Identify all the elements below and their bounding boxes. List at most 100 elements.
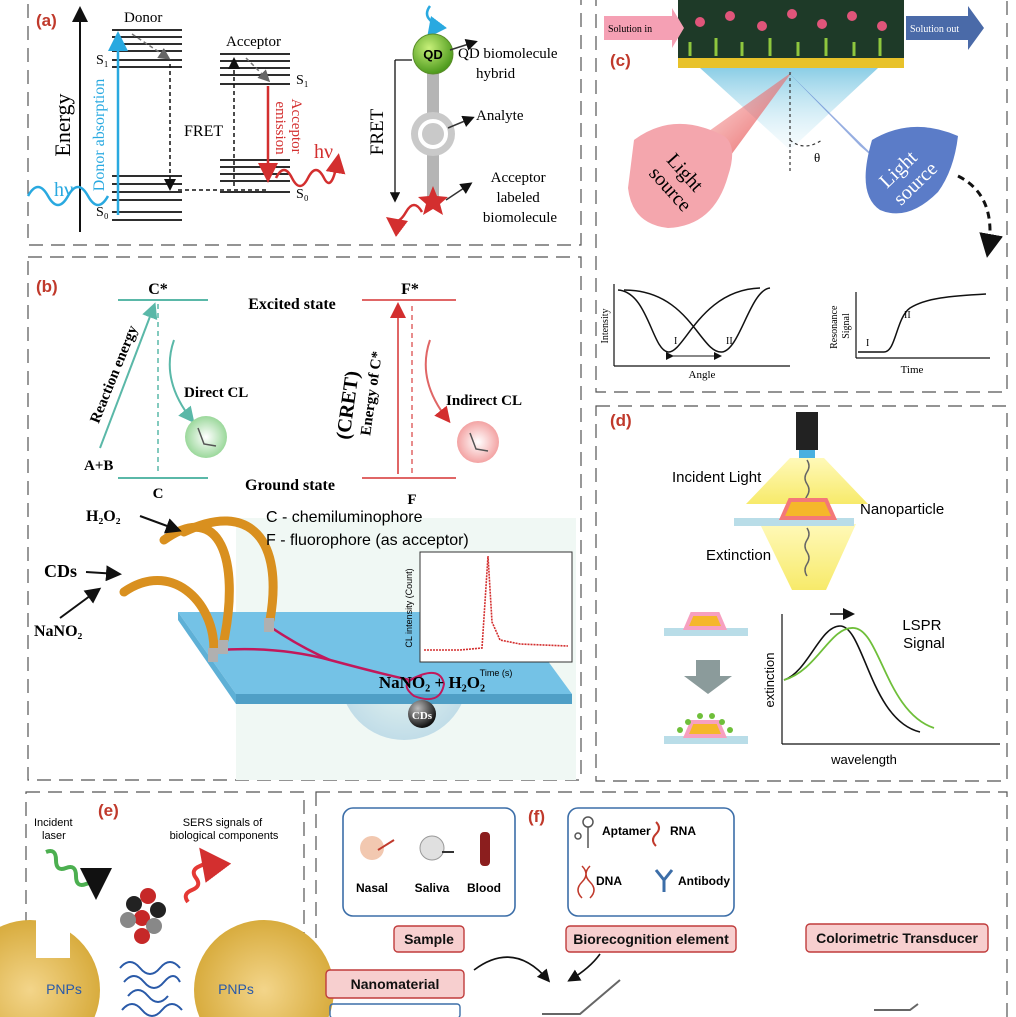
emitted-photon-wave (274, 153, 346, 188)
panel-c-border (595, 0, 1008, 393)
antibody-icon (654, 869, 674, 892)
bio-antibody: Antibody (678, 874, 730, 888)
surface-receptors (688, 9, 887, 56)
blood-tube-icon (480, 832, 490, 866)
flow-cell (678, 0, 904, 58)
lspr-xlabel: wavelength (830, 752, 897, 767)
probe-excitation (425, 5, 447, 39)
pill-colorimetric: Colorimetric Transducer (805, 923, 989, 953)
panel-c-label: (c) (610, 51, 631, 70)
resonance-curve (858, 293, 987, 353)
substrate-before (664, 628, 748, 636)
incident-laser-label: Incident laser (34, 817, 76, 842)
panel-a: (a) Donor Acceptor Energy S₁ S₀ Donor ab… (26, 5, 561, 237)
indirect-cl-flask-icon (469, 432, 489, 452)
acceptor-title: Acceptor (226, 34, 281, 50)
fret-mid-label: FRET (184, 123, 223, 140)
theta-label: θ (814, 150, 820, 165)
lspr-label: LSPR Signal (902, 617, 945, 652)
qd-hybrid-label: QD biomolecule hybrid (458, 46, 561, 82)
panel-e-border (25, 791, 305, 1017)
saliva-icon (419, 835, 454, 861)
chip-side (178, 612, 236, 704)
pill-nanomaterial: Nanomaterial (325, 969, 465, 999)
objective-tip (799, 450, 815, 458)
donor-relax-arrow (131, 33, 171, 60)
pnps-left-label: PNPs (46, 981, 82, 997)
panel-f-label: (f) (528, 807, 545, 826)
np-before (682, 612, 728, 630)
cl-inset-plot: CL intensity (Count) Time (s) (404, 551, 573, 678)
sample-saliva: Saliva (415, 881, 450, 895)
panel-e: (e) Incident laser SERS signals of biolo… (0, 801, 334, 1017)
light-cone-top (746, 458, 868, 504)
spr-time-plot: I II Resonance Signal Time (829, 292, 990, 376)
inset-xlabel: Time (s) (480, 668, 513, 678)
tube-tip-3 (264, 618, 274, 632)
c-label: C (153, 486, 164, 502)
nanoparticle-label: Nanoparticle (860, 501, 944, 518)
donor-levels (112, 29, 182, 221)
prism (700, 68, 878, 150)
analyte-ring-inner (418, 119, 448, 149)
gold-film (678, 58, 904, 68)
rna-icon (652, 821, 660, 847)
donor-s0: S₀ (96, 205, 109, 220)
plot1-ylabel: Intensity (600, 309, 611, 344)
sample-box (342, 807, 516, 917)
sample-blood: Blood (467, 881, 501, 895)
panel-f: (f) Nasal Saliva Blood Aptamer RNA DNA A… (325, 807, 989, 1017)
pill-sample-text: Sample (404, 931, 454, 947)
protein-ribbon (119, 961, 183, 1017)
angle-arc (789, 139, 823, 147)
donor-absorption-label: Donor absorption (91, 79, 108, 191)
nanoparticle-shape (778, 498, 838, 520)
plot2-mark-i: I (866, 338, 869, 349)
nanomaterial-box (329, 1003, 461, 1017)
panel-c: (c) Solution in Solution out θ Light sou… (600, 0, 1003, 381)
acceptor-labeled-label: Acceptor labeled biomolecule (483, 170, 557, 226)
hv-out-label: hν (314, 141, 333, 163)
qd-label: QD (423, 47, 443, 62)
solution-out-label: Solution out (910, 24, 959, 35)
plot1-xlabel: Angle (689, 369, 716, 381)
acceptor-s1: S₁ (296, 73, 309, 88)
plot2-mark-ii: II (904, 310, 911, 321)
cds-ball (408, 700, 436, 728)
light-cone-bottom (760, 524, 856, 590)
mixing-spiral (405, 672, 446, 700)
solution-in-label: Solution in (608, 24, 652, 35)
bio-rna: RNA (670, 824, 696, 838)
fret-side-label: FRET (367, 108, 388, 155)
bio-dna: DNA (596, 874, 622, 888)
tube-h2o2 (179, 516, 278, 625)
pill-colorimetric-text: Colorimetric Transducer (816, 930, 978, 946)
spr-angle-plot: I II Intensity Angle (600, 284, 790, 381)
energy-of-c-label: Energy of C* (358, 350, 386, 436)
pill-bio: Biorecognition element (565, 925, 737, 953)
sers-label: SERS signals of biological components (170, 817, 279, 842)
indirect-cl-arrow (424, 339, 451, 424)
pnps-right-label: PNPs (218, 981, 254, 997)
nasal-icon (360, 836, 395, 860)
acceptor-s0: S₀ (296, 187, 309, 202)
aptamer-icon (574, 816, 594, 848)
extinction-label: Extinction (706, 547, 771, 564)
bound-analytes (677, 713, 733, 733)
flow-arrow-right (567, 953, 601, 982)
pill-bio-text: Biorecognition element (573, 931, 729, 947)
np-after (682, 720, 728, 738)
test-strip-icon (542, 979, 621, 1015)
curve-i (617, 287, 761, 353)
incoming-photon-wave (26, 185, 110, 207)
channel-2 (271, 626, 331, 662)
panel-d: (d) Incident Light Nanoparticle Extincti… (610, 411, 1000, 767)
bio-aptamer: Aptamer (602, 824, 651, 838)
f-star-label: F* (401, 281, 419, 298)
h2o2-label: H₂O₂ (86, 508, 121, 525)
direct-cl-glow (185, 416, 227, 458)
acceptor-emission-line2: emission (272, 101, 288, 155)
pnp-right (194, 920, 334, 1017)
blue-beam (788, 72, 888, 170)
